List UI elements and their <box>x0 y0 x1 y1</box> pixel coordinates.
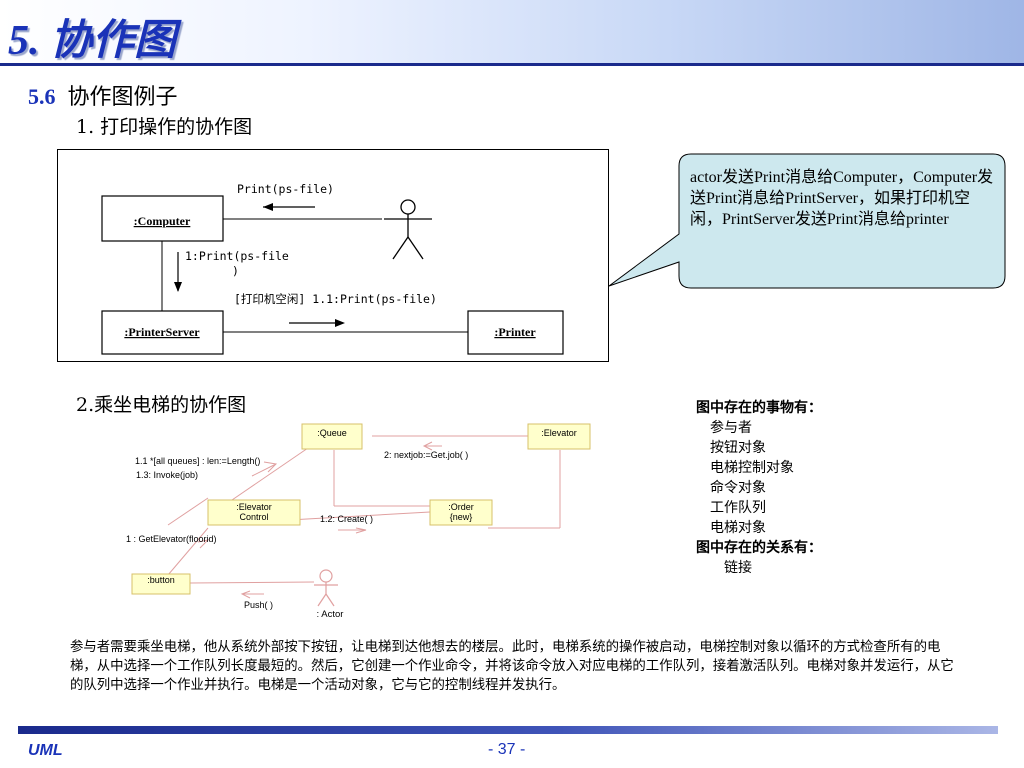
footer-course-label: UML <box>28 742 63 759</box>
arrow-getelevator-icon <box>197 539 210 549</box>
msg-guarded-print: [打印机空闲] 1.1:Print(ps-file) <box>234 292 437 306</box>
description-paragraph: 参与者需要乘坐电梯，他从系统外部按下按钮，让电梯到达他想去的楼层。此时，电梯系统… <box>70 640 954 693</box>
relations-header: 图中存在的关系有： <box>696 540 822 556</box>
printer-server-object <box>101 310 224 355</box>
actor-icon <box>384 199 432 260</box>
order-object <box>429 499 493 526</box>
button-control-link-a <box>167 497 209 526</box>
msg-getelevator: 1 : GetElevator(floorid) <box>126 534 217 544</box>
side-list: 图中存在的事物有： 参与者 按钮对象 电梯控制对象 命令对象 工作队列 电梯对象… <box>696 398 822 578</box>
msg-actor-print: Print(ps-file) <box>237 182 334 196</box>
button-control-link-b <box>167 527 209 576</box>
section-heading-text: 协作图例子 <box>67 85 178 110</box>
arrow-down-icon <box>174 252 182 292</box>
msg-length: 1.1 *[all queues] : len:=Length() <box>135 456 260 466</box>
relation-item: 链接 <box>724 560 752 576</box>
elevator-control-label-1: :Elevator <box>236 502 272 512</box>
thing-item: 按钮对象 <box>710 440 766 456</box>
msg-invoke: 1.3: Invoke(job) <box>136 470 198 480</box>
section-number: 5.6 <box>28 84 56 109</box>
queue-object <box>301 423 363 450</box>
actor-label: : Actor <box>317 609 344 620</box>
msg-computer-print: 1:Print(ps-file <box>185 249 289 263</box>
msg-computer-print-close: ) <box>232 264 239 278</box>
callout-bubble <box>608 153 1006 289</box>
computer-label: :Computer <box>134 214 191 228</box>
title-underline <box>0 63 1024 66</box>
thing-item: 参与者 <box>710 420 752 436</box>
button-actor-link <box>189 581 315 584</box>
thing-item: 电梯控制对象 <box>710 460 794 476</box>
elevator-control-object <box>207 499 301 526</box>
arrow-right-icon <box>289 319 345 327</box>
button-label: :button <box>147 575 175 585</box>
page-number: - 37 - <box>488 741 526 758</box>
thing-item: 工作队列 <box>710 500 766 516</box>
button-object <box>131 573 191 595</box>
things-header: 图中存在的事物有： <box>696 400 822 416</box>
callout-text: actor发送Print消息给Computer，Computer发送Print消… <box>690 169 994 228</box>
msg-push: Push( ) <box>244 600 273 610</box>
order-label-2: {new} <box>450 512 473 522</box>
printer-object <box>467 310 564 355</box>
elevator-label: :Elevator <box>541 428 577 438</box>
print-collaboration-diagram: :Computer :PrinterServer :Printer Print(… <box>57 149 609 362</box>
elevator-control-label-2: Control <box>239 512 268 522</box>
order-label-1: :Order <box>448 502 474 512</box>
footer-bar <box>18 726 998 734</box>
msg-nextjob: 2: nextjob:=Get.job( ) <box>384 450 468 460</box>
thing-item: 命令对象 <box>710 480 766 496</box>
queue-label: :Queue <box>317 428 347 438</box>
elevator-object <box>527 423 591 450</box>
diagram1-caption: 1. 打印操作的协作图 <box>76 116 253 138</box>
section-heading: 5.6 协作图例子 <box>28 79 178 111</box>
thing-item: 电梯对象 <box>710 520 766 536</box>
printer-label: :Printer <box>494 325 536 339</box>
elevator-collaboration-diagram: :Queue :Elevator :Elevator Control :Orde… <box>126 423 591 620</box>
arrow-left-icon <box>263 203 315 211</box>
msg-create: 1.2: Create( ) <box>320 514 373 524</box>
actor-icon <box>314 569 338 607</box>
control-queue-link <box>231 447 309 501</box>
diagram2-caption: 2.乘坐电梯的协作图 <box>76 394 247 416</box>
slide-title: 5. 协作图 <box>8 18 177 64</box>
title-bar <box>0 0 1024 64</box>
printer-server-label: :PrinterServer <box>124 325 200 339</box>
